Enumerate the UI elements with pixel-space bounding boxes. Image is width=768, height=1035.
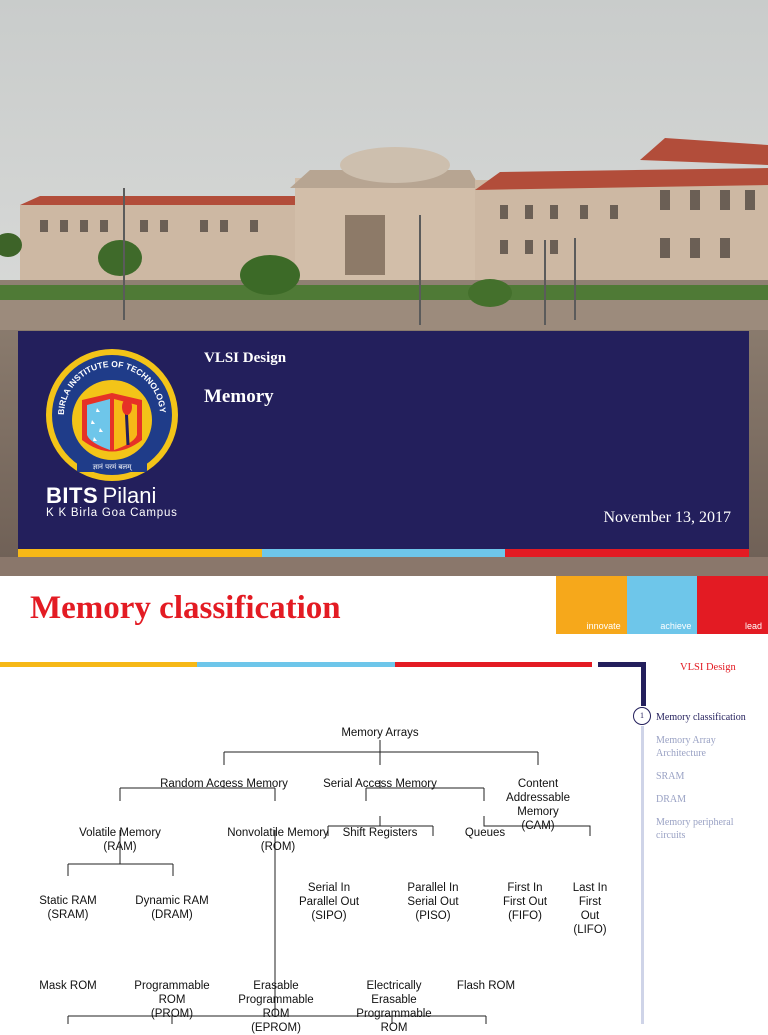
nav-item-sram[interactable]: SRAM [656,771,685,782]
tricolor-bar [18,549,750,557]
slide-tricolor-bar [0,662,592,667]
node-flash-rom: Flash ROM [456,980,516,992]
tagline-innovate: innovate [556,576,627,634]
title-slide: BIRLA INSTITUTE OF TECHNOLOGY & SCIENCE,… [0,0,768,576]
nav-item-memory-array-architecture[interactable]: Memory Array Architecture [656,735,716,759]
tagline-achieve: achieve [626,576,698,634]
node-piso: Parallel In Serial Out (PISO) [407,882,459,922]
node-eprom: Erasable Programmable ROM (EPROM) [238,980,314,1034]
lecture-topic: Memory [204,386,274,407]
node-eeprom: Electrically Erasable Programmable ROM [356,980,432,1034]
node-sipo: Serial In Parallel Out (SIPO) [298,882,360,922]
nav-track [641,726,644,1024]
brand-bits: BITS [46,483,99,508]
content-slide: Memory classification innovate achieve l… [0,576,768,1034]
lecture-date: November 13, 2017 [603,509,731,526]
nav-item-memory-classification[interactable]: Memory classification [656,712,746,723]
node-static-ram: Static RAM (SRAM) [39,895,97,921]
crest-motto: ज्ञानं परमं बलम् [93,463,133,471]
node-prom: Programmable ROM (PROM) [134,980,210,1020]
campus-name: K K Birla Goa Campus [46,507,178,519]
node-serial-access-memory: Serial Access Memory [323,778,437,790]
node-nonvolatile-memory: Nonvolatile Memory (ROM) [227,827,329,853]
tree-connectors [67,740,591,1024]
bar-red [394,662,592,667]
bar-red [505,549,750,557]
nav-item-memory-peripheral-circuits[interactable]: Memory peripheral circuits [656,817,734,841]
tagline-lead-text: lead [745,621,763,631]
tagline-lead: lead [697,576,768,634]
nav-course-title: VLSI Design [680,662,736,673]
nav-connector-vertical [641,662,646,706]
bar-yellow [18,549,262,557]
node-mask-rom: Mask ROM [39,980,97,992]
nav-current-dot: 1 [633,707,651,725]
bar-yellow [0,662,198,667]
tagline-innovate-text: innovate [586,621,621,631]
nav-connector [598,662,646,667]
course-title: VLSI Design [204,350,287,366]
nav-item-dram[interactable]: DRAM [656,794,687,805]
slide-title: Memory classification [30,590,341,626]
node-lifo: Last In First Out (LIFO) [572,882,608,936]
bar-blue [261,549,506,557]
node-volatile-memory: Volatile Memory (RAM) [79,827,161,853]
node-memory-arrays: Memory Arrays [341,727,419,739]
node-queues: Queues [464,827,506,839]
node-dynamic-ram: Dynamic RAM (DRAM) [135,895,209,921]
bits-crest-logo: BIRLA INSTITUTE OF TECHNOLOGY & SCIENCE,… [42,345,178,481]
tagline-achieve-text: achieve [660,621,692,631]
bar-blue [197,662,395,667]
node-random-access-memory: Random Access Memory [160,778,288,790]
bits-pilani-wordmark: BITS Pilani K K Birla Goa Campus [46,483,178,519]
node-fifo: First In First Out (FIFO) [502,882,548,922]
tagline-banner: innovate achieve lead [556,576,768,634]
node-shift-registers: Shift Registers [342,827,418,839]
title-band: BIRLA INSTITUTE OF TECHNOLOGY & SCIENCE,… [18,331,749,549]
node-content-addressable-memory: Content Addressable Memory (CAM) [506,778,570,832]
brand-pilani: Pilani [102,483,157,508]
memory-classification-tree: Memory Arrays Random Access Memory Seria… [0,716,632,1034]
